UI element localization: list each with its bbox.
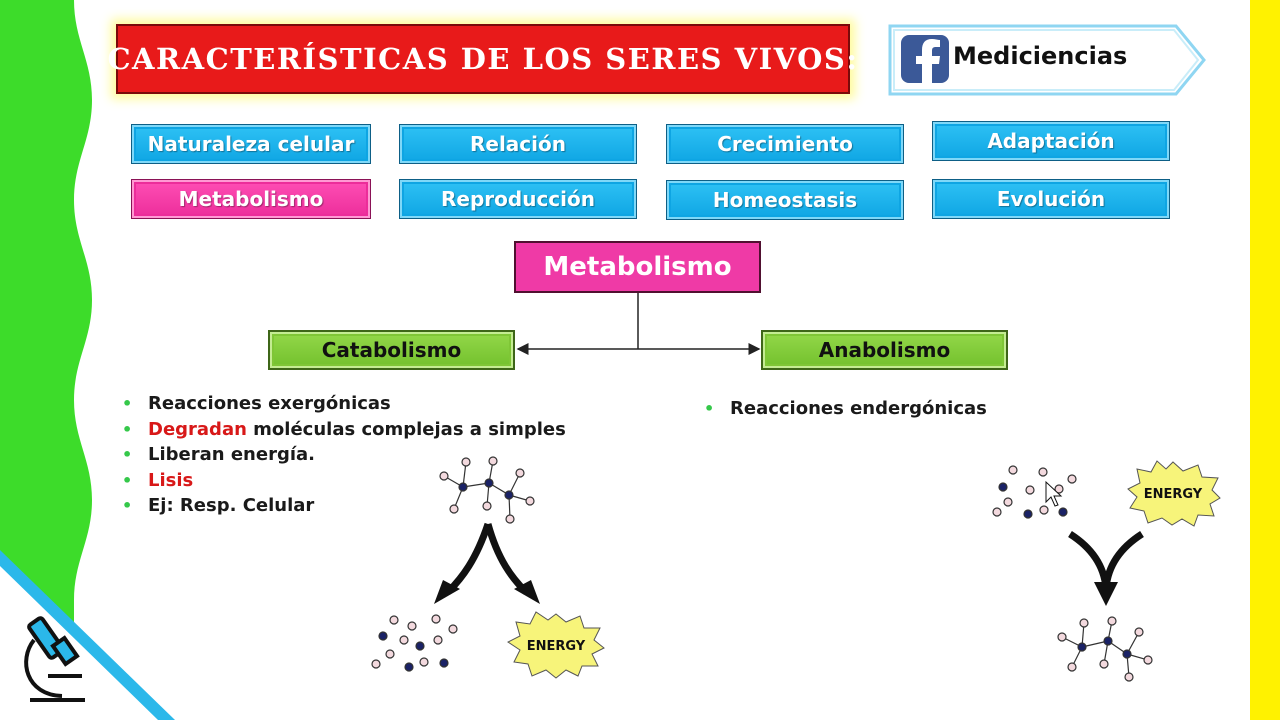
list-item: •Ej: Resp. Celular xyxy=(122,495,315,516)
node-catabolismo: Catabolismo xyxy=(268,330,515,370)
right-yellow-band xyxy=(1250,0,1280,720)
chip-relacion[interactable]: Relación xyxy=(399,124,637,164)
chip-reproduccion[interactable]: Reproducción xyxy=(399,179,637,219)
merge-arrow xyxy=(1068,531,1144,606)
brand-badge[interactable] xyxy=(888,22,1208,98)
page-title: CARACTERÍSTICAS DE LOS SERES VIVOS: xyxy=(107,42,859,76)
chip-crecimiento[interactable]: Crecimiento xyxy=(666,124,904,164)
node-metabolismo: Metabolismo xyxy=(514,241,761,293)
list-item: •Degradan moléculas complejas a simples xyxy=(122,418,566,440)
microscope-icon xyxy=(24,616,85,702)
chip-adaptacion[interactable]: Adaptación xyxy=(932,121,1170,161)
list-item: •Reacciones endergónicas xyxy=(704,398,987,419)
facebook-icon xyxy=(901,35,949,83)
left-green-wave xyxy=(0,0,92,720)
chip-naturaleza-celular[interactable]: Naturaleza celular xyxy=(131,124,371,164)
title-banner: CARACTERÍSTICAS DE LOS SERES VIVOS: xyxy=(107,24,857,94)
complex-molecule-catabolism xyxy=(439,456,535,524)
connector-lines xyxy=(516,293,761,355)
chip-evolucion[interactable]: Evolución xyxy=(932,179,1170,219)
complex-molecule-anabolism xyxy=(1057,616,1153,682)
brand-name: Mediciencias xyxy=(953,42,1128,70)
cursor-pointer-icon xyxy=(1045,480,1063,507)
simple-molecules-catabolism xyxy=(371,614,458,672)
chip-metabolismo[interactable]: Metabolismo xyxy=(131,179,371,219)
anabolism-list: •Reacciones endergónicas xyxy=(704,396,987,422)
simple-molecules-anabolism xyxy=(992,465,1077,519)
energy-burst-catabolism: ENERGY xyxy=(507,611,605,679)
node-anabolismo: Anabolismo xyxy=(761,330,1008,370)
energy-label: ENERGY xyxy=(527,639,586,654)
energy-burst-anabolism: ENERGY xyxy=(1127,460,1221,527)
list-item: •Reacciones exergónicas xyxy=(122,393,391,414)
catabolism-list: •Reacciones exergónicas •Degradan molécu… xyxy=(122,391,566,519)
list-item: •Lisis xyxy=(122,469,194,491)
energy-label-anabolism: ENERGY xyxy=(1144,487,1203,502)
list-item: •Liberan energía. xyxy=(122,444,315,465)
chip-homeostasis[interactable]: Homeostasis xyxy=(666,180,904,220)
split-arrow xyxy=(434,522,540,604)
